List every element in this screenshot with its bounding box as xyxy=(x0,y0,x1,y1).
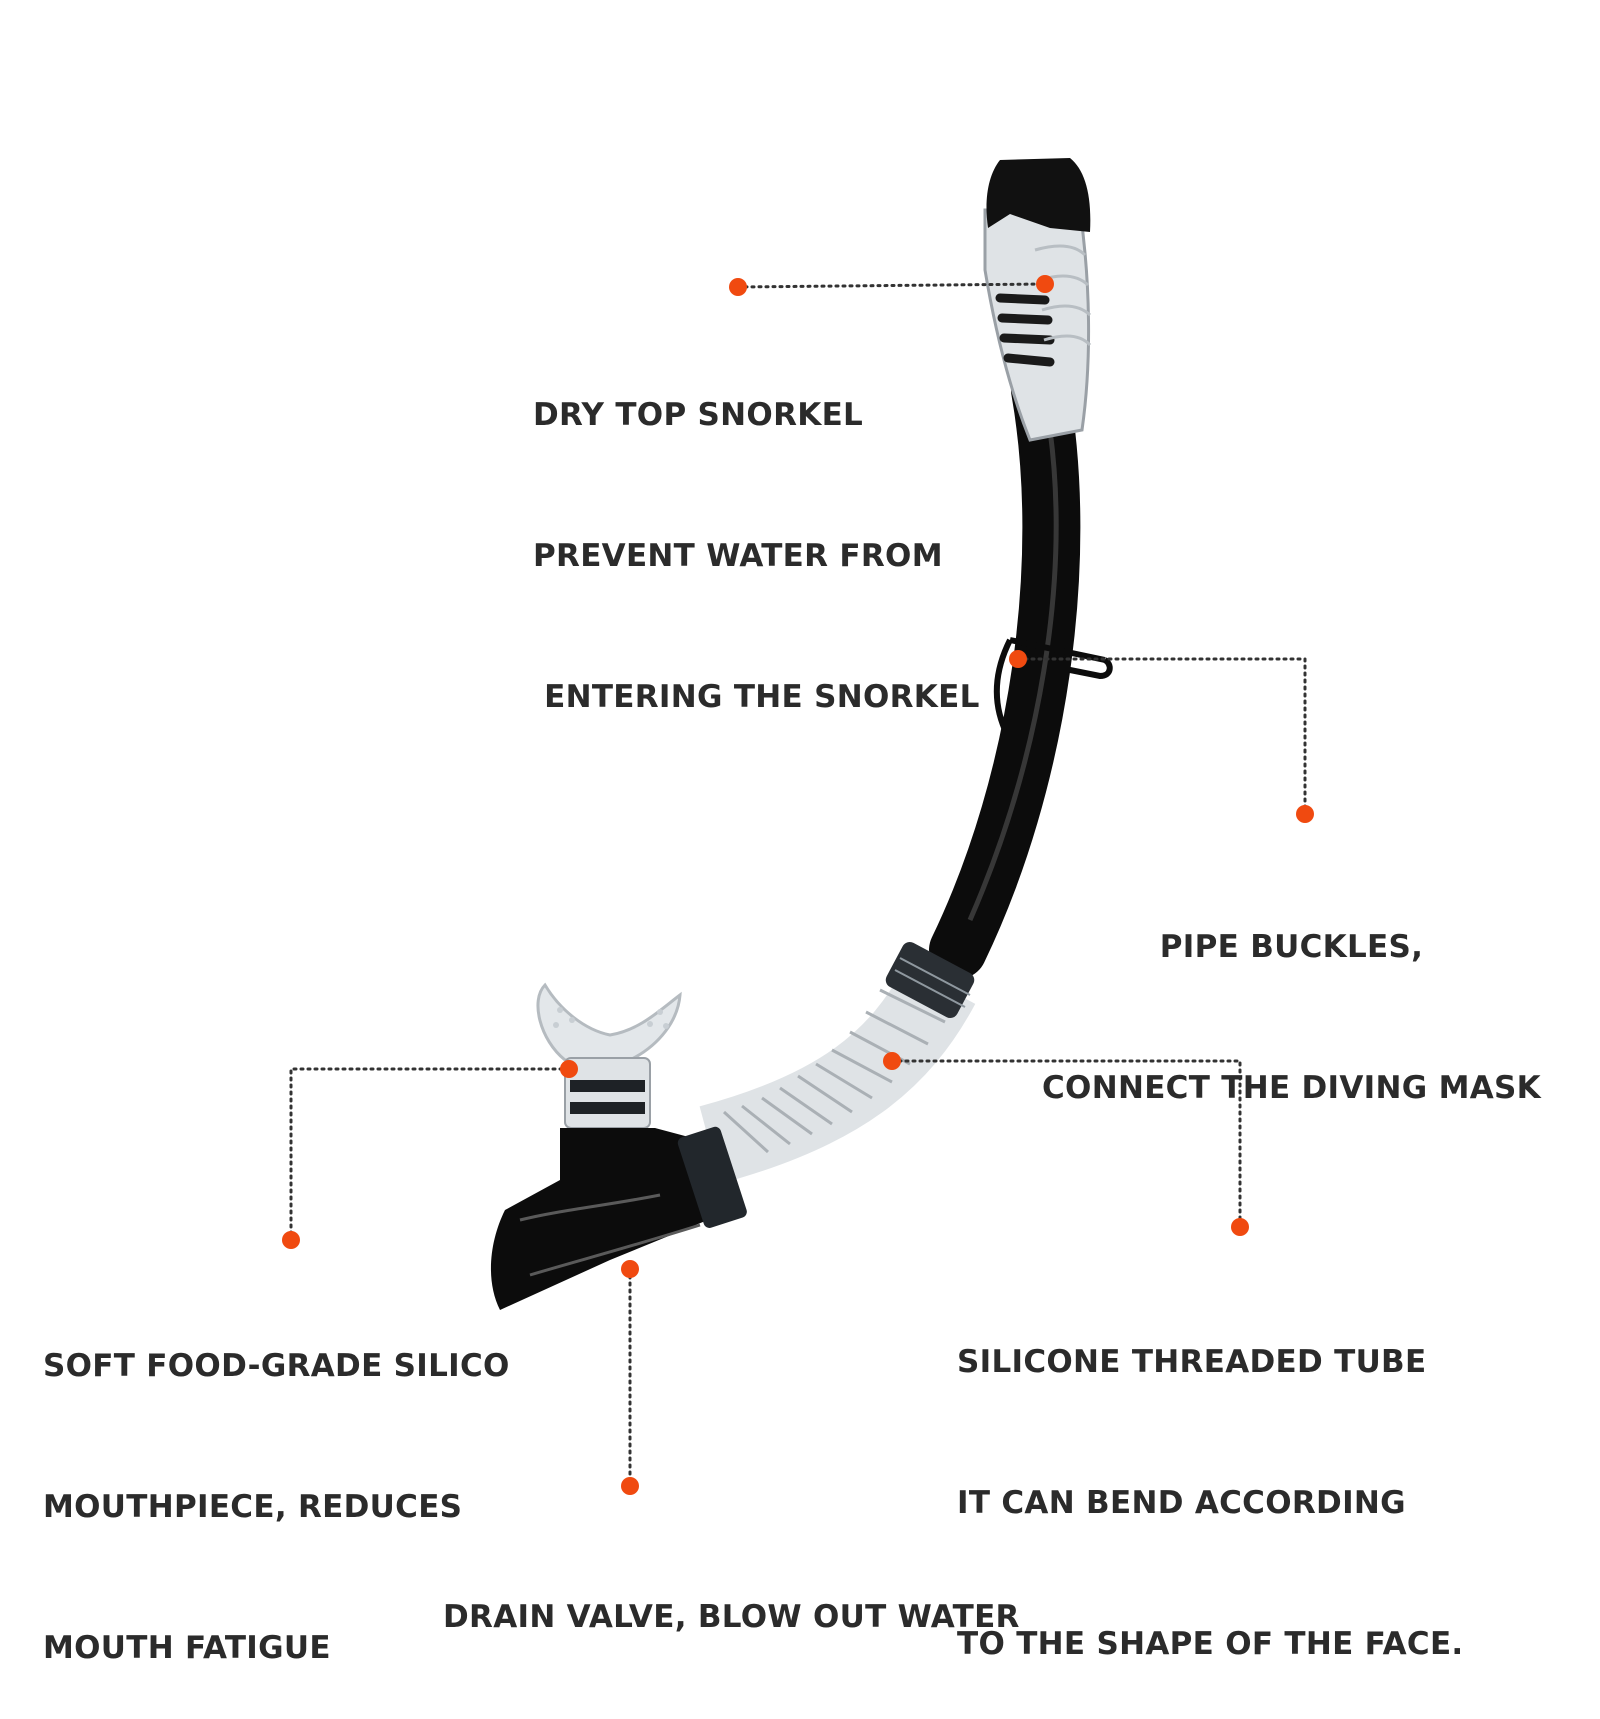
label-line: SILICONE THREADED TUBE xyxy=(957,1344,1427,1380)
dry-top-cap xyxy=(986,158,1091,232)
callout-dots xyxy=(282,275,1314,1495)
dot-threaded-tube-target xyxy=(883,1052,901,1070)
label-line: SOFT FOOD-GRADE SILICO xyxy=(43,1348,510,1384)
label-drain-valve: DRAIN VALVE, BLOW OUT WATER xyxy=(443,1500,1020,1688)
corrugated-tube xyxy=(699,965,976,1184)
label-line: PIPE BUCKLES, xyxy=(1159,929,1424,965)
label-line: MOUTH FATIGUE xyxy=(43,1630,331,1666)
dry-top-valve-fins xyxy=(995,293,1055,367)
label-line: IT CAN BEND ACCORDING xyxy=(957,1485,1406,1521)
leader-dry-top xyxy=(736,282,1047,289)
label-pipe-buckles: PIPE BUCKLES, CONNECT THE DIVING MASK xyxy=(1042,830,1541,1159)
label-line: DRY TOP SNORKEL xyxy=(533,397,864,433)
dot-mouthpiece-label xyxy=(282,1231,300,1249)
dot-drain-valve-target xyxy=(621,1260,639,1278)
dot-mouthpiece-target xyxy=(560,1060,578,1078)
dot-pipe-buckles-label xyxy=(1296,805,1314,823)
label-line: PREVENT WATER FROM xyxy=(533,538,943,574)
mouthpiece xyxy=(536,982,682,1129)
leader-pipe-buckles xyxy=(1016,657,1307,816)
dot-pipe-buckles-target xyxy=(1009,650,1027,668)
dot-dry-top-label xyxy=(729,278,747,296)
label-line: ENTERING THE SNORKEL xyxy=(533,679,980,715)
label-line: DRAIN VALVE, BLOW OUT WATER xyxy=(443,1599,1020,1635)
dot-drain-valve-label xyxy=(621,1477,639,1495)
leader-lines xyxy=(289,282,1307,1488)
label-mouthpiece: SOFT FOOD-GRADE SILICO MOUTHPIECE, REDUC… xyxy=(43,1249,510,1719)
snorkel-illustration xyxy=(490,158,1113,1310)
tube-highlight xyxy=(967,429,1059,922)
label-line: TO THE SHAPE OF THE FACE. xyxy=(957,1626,1464,1662)
leader-mouthpiece xyxy=(289,1067,571,1242)
dot-threaded-tube-label xyxy=(1231,1218,1249,1236)
dry-top-clear-section xyxy=(983,208,1091,442)
pipe-buckle xyxy=(993,637,1113,732)
upper-collar xyxy=(885,941,975,1019)
label-line: CONNECT THE DIVING MASK xyxy=(1042,1070,1541,1106)
label-line: MOUTHPIECE, REDUCES xyxy=(43,1489,463,1525)
drain-valve-housing xyxy=(490,1128,720,1310)
dot-dry-top-target xyxy=(1036,275,1054,293)
label-dry-top-snorkel: DRY TOP SNORKEL PREVENT WATER FROM ENTER… xyxy=(533,298,980,768)
label-threaded-tube: SILICONE THREADED TUBE IT CAN BEND ACCOR… xyxy=(957,1245,1464,1715)
snorkel-product-figure xyxy=(282,158,1314,1495)
